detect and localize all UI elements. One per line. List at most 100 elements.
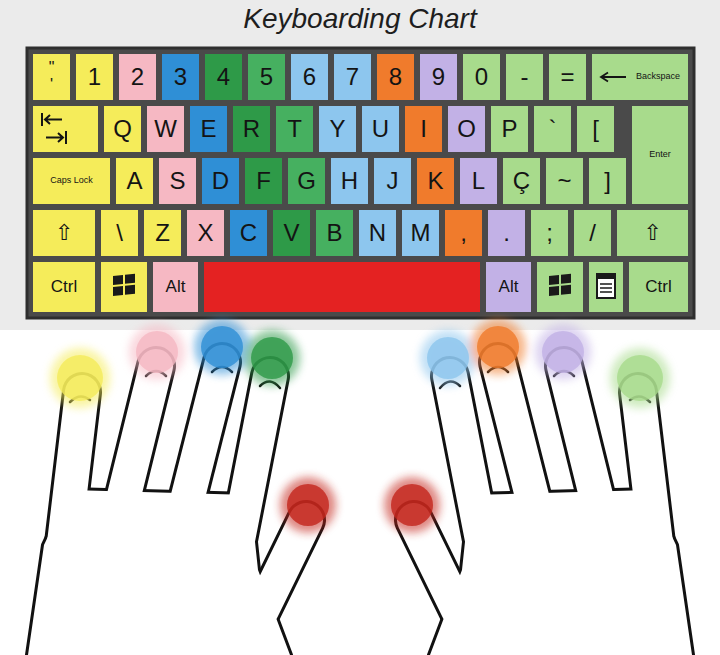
key-label: [ — [592, 116, 599, 141]
key-label: Backspace — [636, 72, 680, 81]
key-label: R — [243, 116, 260, 141]
key: - — [506, 54, 543, 100]
key: ~ — [546, 158, 583, 204]
backdrop — [0, 0, 720, 330]
key-label: 3 — [174, 64, 187, 89]
key-label: W — [154, 116, 177, 141]
key-label: 9 — [432, 64, 445, 89]
key: I — [405, 106, 442, 152]
key: Alt — [486, 262, 531, 312]
key: W — [147, 106, 184, 152]
key: 5 — [248, 54, 285, 100]
key: 2 — [119, 54, 156, 100]
key-label: ; — [546, 220, 553, 245]
key-label: / — [589, 220, 596, 245]
key-label: O — [457, 116, 476, 141]
windows-key — [101, 262, 147, 312]
key-label: A — [126, 168, 142, 193]
key-label: 8 — [389, 64, 402, 89]
key-label: 2 — [131, 64, 144, 89]
key-label: , — [460, 220, 467, 245]
key-label: Alt — [499, 278, 519, 296]
key: Alt — [153, 262, 198, 312]
key: 0 — [463, 54, 500, 100]
key: S — [159, 158, 196, 204]
fingertip-dots — [50, 319, 670, 533]
key: \ — [101, 210, 138, 256]
key-label: T — [287, 116, 302, 141]
key: , — [445, 210, 482, 256]
key: O — [448, 106, 485, 152]
key: Enter — [632, 106, 688, 204]
key-label: Alt — [166, 278, 186, 296]
key: 9 — [420, 54, 457, 100]
key: . — [488, 210, 525, 256]
key: L — [460, 158, 497, 204]
key: Ç — [503, 158, 540, 204]
key-label: 1 — [88, 64, 101, 89]
key: Ctrl — [629, 262, 688, 312]
key-label: G — [297, 168, 316, 193]
key: B — [316, 210, 353, 256]
chart-title: Keyboarding Chart — [0, 3, 720, 35]
key-label: 4 — [217, 64, 230, 89]
key: "' — [33, 54, 70, 100]
key: C — [230, 210, 267, 256]
key-label: U — [372, 116, 389, 141]
arrow-shape — [601, 73, 626, 82]
key: Z — [144, 210, 181, 256]
key-label: J — [387, 168, 399, 193]
key-label: Enter — [649, 150, 671, 159]
menu-key — [589, 262, 623, 312]
key: Y — [319, 106, 356, 152]
key-label: E — [200, 116, 216, 141]
windows-key — [537, 262, 583, 312]
key: = — [549, 54, 586, 100]
key-label: K — [427, 168, 443, 193]
key-label: Z — [155, 220, 170, 245]
key: Ctrl — [33, 262, 95, 312]
key: 6 — [291, 54, 328, 100]
key: Q — [104, 106, 141, 152]
key: A — [116, 158, 153, 204]
key: 4 — [205, 54, 242, 100]
key-label: Q — [113, 116, 132, 141]
key-label: S — [169, 168, 185, 193]
key-label: . — [503, 220, 510, 245]
key: [ — [577, 106, 614, 152]
key: R — [233, 106, 270, 152]
key: ⇧ — [33, 210, 95, 256]
key-label: C — [240, 220, 257, 245]
key: 8 — [377, 54, 414, 100]
key: Backspace — [592, 54, 688, 100]
key-label: ~ — [557, 168, 571, 193]
key: X — [187, 210, 224, 256]
key: 7 — [334, 54, 371, 100]
key: J — [374, 158, 411, 204]
key-label: F — [256, 168, 271, 193]
key-label: D — [212, 168, 229, 193]
key: U — [362, 106, 399, 152]
key: H — [331, 158, 368, 204]
key: P — [491, 106, 528, 152]
key-label: M — [411, 220, 431, 245]
tab-key — [33, 106, 98, 152]
key-label: Ctrl — [645, 278, 671, 296]
key-label: N — [369, 220, 386, 245]
key: V — [273, 210, 310, 256]
key: ; — [531, 210, 568, 256]
key-label: V — [283, 220, 299, 245]
key: / — [574, 210, 611, 256]
key: ⇧ — [617, 210, 688, 256]
key-label: 7 — [346, 64, 359, 89]
key-label: \ — [116, 220, 123, 245]
key-label: 5 — [260, 64, 273, 89]
key: Caps Lock — [33, 158, 110, 204]
space-bar — [204, 262, 480, 312]
key: 3 — [162, 54, 199, 100]
key: ] — [589, 158, 626, 204]
key-label: 0 — [475, 64, 488, 89]
key-label: P — [501, 116, 517, 141]
key-label: " — [49, 60, 55, 77]
